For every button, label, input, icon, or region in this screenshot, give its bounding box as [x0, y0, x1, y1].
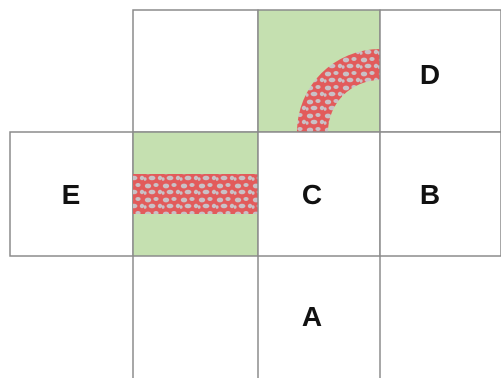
label-c: C [302, 179, 322, 210]
label-d: D [420, 59, 440, 90]
cell-b [380, 132, 501, 256]
label-e: E [62, 179, 81, 210]
straight-path-segment [133, 174, 258, 214]
cell-top-left [133, 10, 258, 132]
label-a: A [302, 301, 322, 332]
label-b: B [420, 179, 440, 210]
cell-d [380, 10, 501, 132]
